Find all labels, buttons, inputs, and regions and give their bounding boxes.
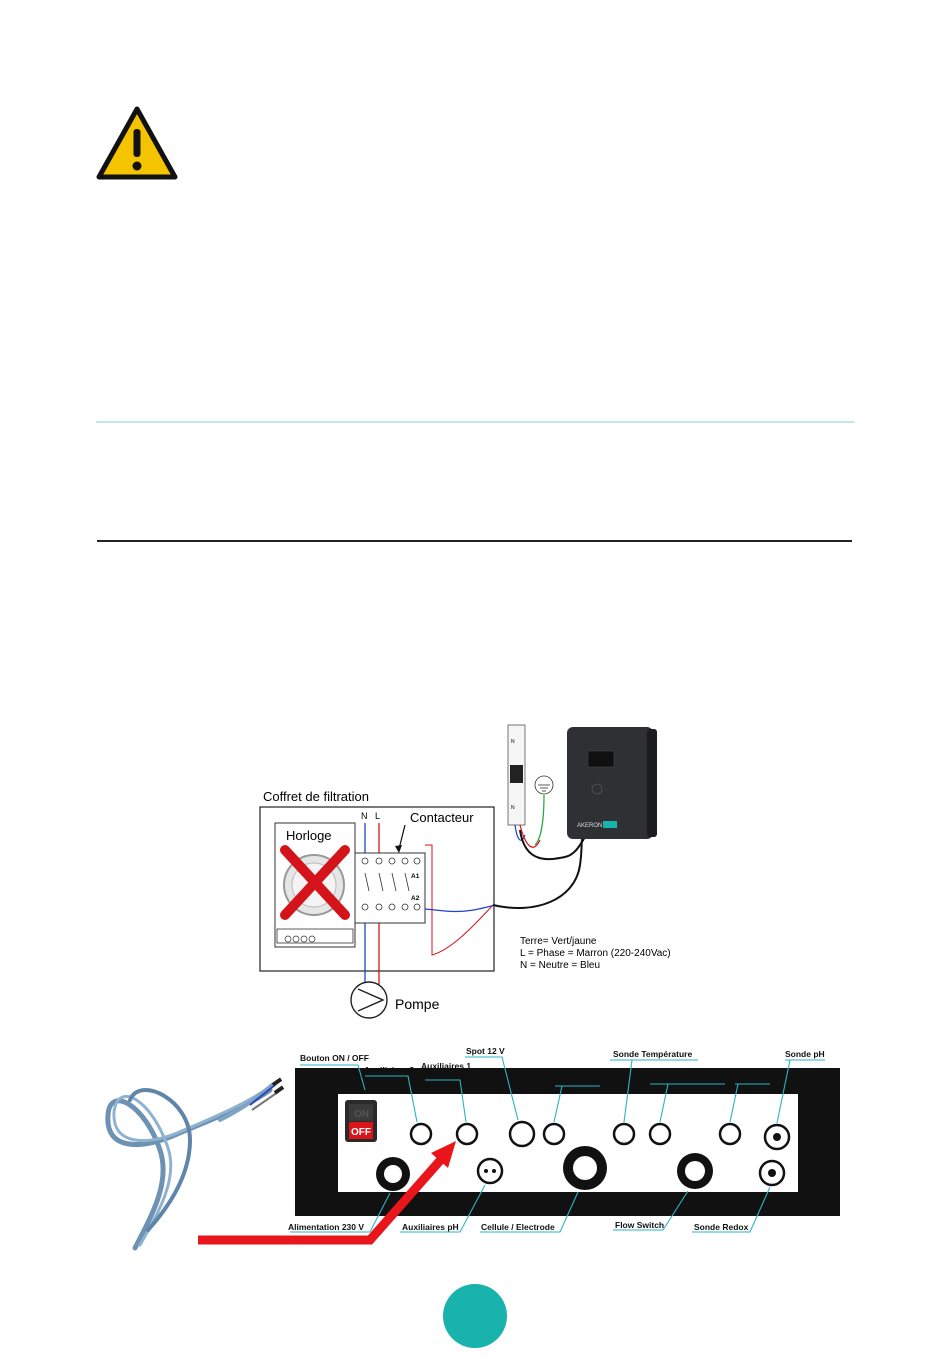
legend-line-1: Terre= Vert/jaune xyxy=(520,936,597,947)
label-spot: Spot 12 V xyxy=(466,1046,505,1056)
label-sel: Sonde SEL xyxy=(560,1075,605,1085)
legend-line-3: N = Neutre = Bleu xyxy=(520,960,600,971)
alim-gland xyxy=(376,1157,410,1191)
label-ana: ANA Aux xyxy=(735,1073,771,1083)
device-brand: AKERON xyxy=(577,823,602,829)
l-label: L xyxy=(375,811,380,821)
coffret-title: Coffret de filtration xyxy=(263,789,369,804)
flow-gland xyxy=(677,1153,713,1189)
aux2-connector xyxy=(409,1122,433,1146)
a2-label: A2 xyxy=(411,895,420,902)
label-ph-probe: Sonde pH xyxy=(785,1049,825,1059)
cross-icon xyxy=(280,845,350,920)
aux1-connector xyxy=(455,1122,479,1146)
red-arrow-icon xyxy=(198,1141,456,1245)
pompe-label: Pompe xyxy=(395,996,440,1012)
cable-photo xyxy=(105,1077,285,1251)
off-label: OFF xyxy=(351,1127,371,1138)
label-redox: Sonde Redox xyxy=(694,1222,749,1232)
warning-triangle-icon xyxy=(96,106,178,180)
label-alim: Alimentation 230 V xyxy=(288,1222,364,1232)
label-aux1-line2: (Filtration) xyxy=(421,1071,463,1081)
connector-panel: ON OFF xyxy=(288,1046,840,1233)
label-aux1-line1: Auxiliaires 1 xyxy=(421,1061,471,1071)
label-cellule: Cellule / Electrode xyxy=(481,1222,555,1232)
on-label: ON xyxy=(354,1109,369,1120)
ph-bnc xyxy=(763,1123,791,1151)
volet-connector xyxy=(648,1122,672,1146)
cellule-gland xyxy=(563,1146,607,1190)
label-aux-ph: Auxiliaires pH xyxy=(402,1222,459,1232)
contacteur-label: Contacteur xyxy=(410,810,474,825)
sel-connector xyxy=(542,1122,566,1146)
label-flow: Flow Switch xyxy=(615,1220,664,1230)
black-divider xyxy=(97,540,852,542)
cyan-divider xyxy=(96,421,854,423)
label-aux2: Auxiliaires 2 xyxy=(364,1065,414,1075)
label-temp: Sonde Température xyxy=(613,1049,692,1059)
page-indicator xyxy=(443,1284,507,1348)
label-volet: Contact sec Volet xyxy=(651,1073,722,1083)
temp-connector xyxy=(612,1122,636,1146)
label-bouton: Bouton ON / OFF xyxy=(300,1053,369,1063)
n-label: N xyxy=(361,811,368,821)
spot-connector xyxy=(508,1120,536,1148)
redox-bnc xyxy=(758,1159,786,1187)
wiring-diagram: Coffret de filtration Horloge N L A1 A2 … xyxy=(259,724,671,1019)
horloge-label: Horloge xyxy=(286,828,332,843)
a1-label: A1 xyxy=(411,873,420,880)
legend-line-2: L = Phase = Marron (220-240Vac) xyxy=(520,948,671,959)
aux-ph-connector xyxy=(476,1157,504,1185)
svg-text:N: N xyxy=(511,805,515,811)
ana-connector xyxy=(718,1122,742,1146)
svg-text:N: N xyxy=(511,739,515,745)
